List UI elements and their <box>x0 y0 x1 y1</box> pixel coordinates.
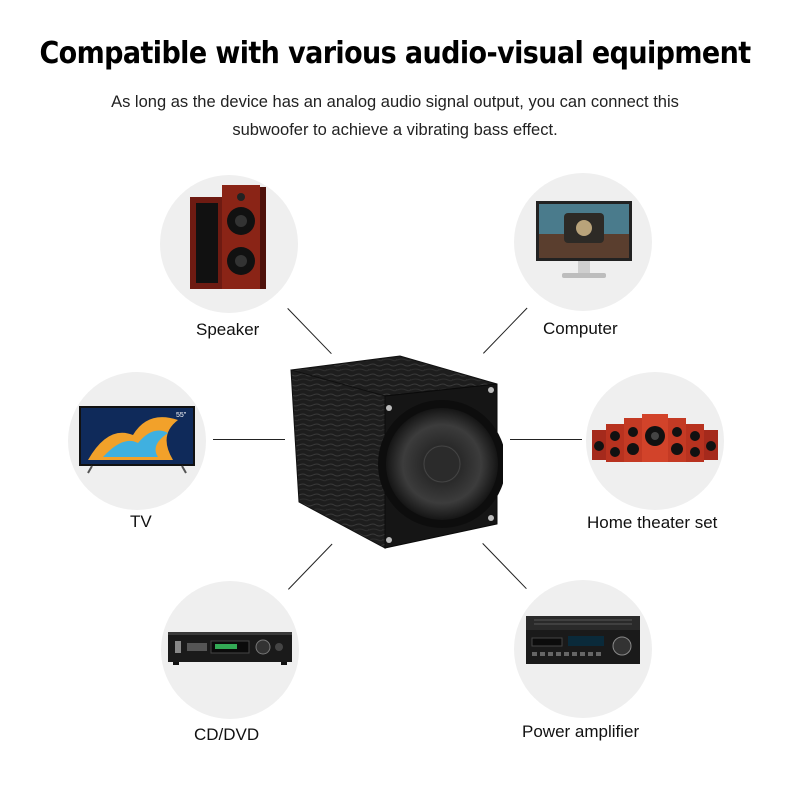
desktop-monitor-icon <box>536 201 632 278</box>
tv-badge: 55" <box>176 412 187 419</box>
device-label-power-amplifier: Power amplifier <box>522 722 640 741</box>
device-label-home-theater: Home theater set <box>587 513 718 532</box>
cd-dvd-circle <box>161 581 299 719</box>
subtitle-line-1: As long as the device has an analog audi… <box>111 93 679 111</box>
power-amplifier-circle <box>514 580 652 718</box>
speaker-circle <box>160 175 298 313</box>
page-title: Compatible with various audio-visual equ… <box>39 36 751 71</box>
device-label-computer: Computer <box>543 319 618 338</box>
connector-line-tv <box>213 439 285 440</box>
tv-circle: 55" <box>68 372 206 510</box>
computer-circle <box>514 173 652 311</box>
connector-line-speaker <box>287 308 332 355</box>
device-label-cd-dvd: CD/DVD <box>194 725 260 744</box>
connector-line-computer <box>483 307 528 354</box>
page-subtitle: As long as the device has an analog audi… <box>60 88 730 144</box>
subwoofer-image <box>290 355 503 549</box>
device-label-speaker: Speaker <box>196 320 260 339</box>
speaker-set-icon <box>592 414 718 462</box>
device-label-tv: TV <box>130 512 152 531</box>
av-receiver-icon <box>526 616 640 664</box>
cd-dvd-player-icon <box>168 632 292 665</box>
flat-tv-icon: 55" <box>79 406 195 474</box>
subtitle-line-2: subwoofer to achieve a vibrating bass ef… <box>232 121 558 139</box>
home-theater-circle <box>586 372 724 510</box>
connector-line-home-theater <box>510 439 582 440</box>
bookshelf-speakers-icon <box>190 185 266 289</box>
